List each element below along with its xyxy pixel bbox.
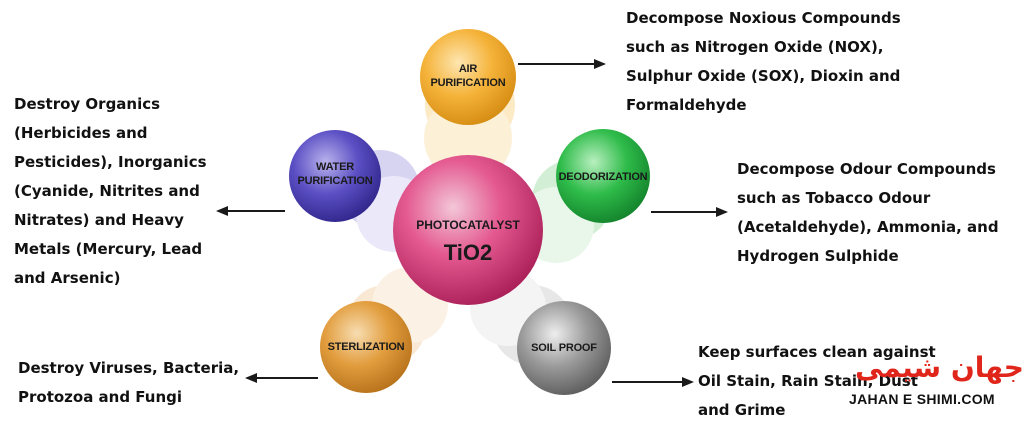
soil-proof-label: SOIL PROOF: [531, 342, 597, 354]
air-purification-label: AIR PURIFICATION: [430, 63, 506, 89]
sterilization-description: Destroy Viruses, Bacteria, Protozoa and …: [18, 359, 240, 406]
air-description: Decompose Noxious Compounds such as Nitr…: [626, 9, 901, 114]
sterilization-label: STERLIZATION: [327, 341, 405, 353]
deodorization-description: Decompose Odour Compounds such as Tobacc…: [737, 160, 999, 265]
sterilization-circle: [320, 301, 412, 393]
photocatalyst-center-circle: [393, 155, 543, 305]
water-purification-circle: [289, 130, 381, 222]
air-purification-circle: [420, 29, 516, 125]
water-purification-label: WATER PURIFICATION: [297, 161, 373, 187]
watermark-logo: جهان شیمی JAHAN E SHIMI.COM: [845, 351, 1024, 415]
deodorization-label: DEODORIZATION: [558, 171, 648, 183]
soil-proof-circle: [517, 301, 611, 395]
soil-proof-description: Keep surfaces clean against Oil Stain, R…: [698, 343, 936, 419]
water-description: Destroy Organics (Herbicides and Pestici…: [14, 95, 207, 287]
center-title: PHOTOCATALYST: [416, 218, 520, 232]
watermark-persian-text: جهان شیمی: [855, 351, 1024, 384]
deodorization-circle: [556, 129, 650, 223]
center-formula: TiO2: [443, 240, 493, 265]
watermark-latin-text: JAHAN E SHIMI.COM: [849, 391, 995, 407]
